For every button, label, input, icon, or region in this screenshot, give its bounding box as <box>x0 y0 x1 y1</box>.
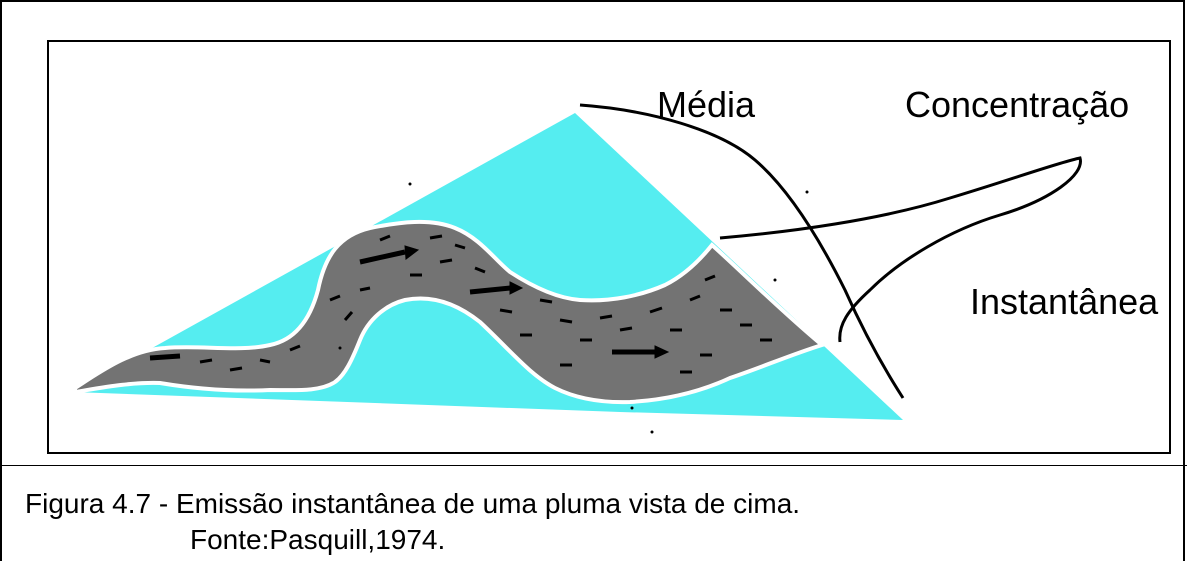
caption-divider <box>0 465 1187 466</box>
instantaneous-plume <box>73 219 827 405</box>
label-media: Média <box>657 84 756 125</box>
diagram-box <box>47 40 1171 454</box>
plume-texture <box>199 234 772 374</box>
figure-source: Fonte:Pasquill,1974. <box>190 524 446 555</box>
mean-concentration-curve <box>579 103 905 399</box>
instantaneous-concentration-curve <box>719 156 1082 343</box>
speckle-dots <box>338 182 809 434</box>
label-instantanea: Instantânea <box>970 281 1159 322</box>
label-concentracao: Concentração <box>905 84 1130 125</box>
figure-caption: Figura 4.7 - Emissão instantânea de uma … <box>25 488 801 519</box>
flow-arrows <box>149 245 670 361</box>
